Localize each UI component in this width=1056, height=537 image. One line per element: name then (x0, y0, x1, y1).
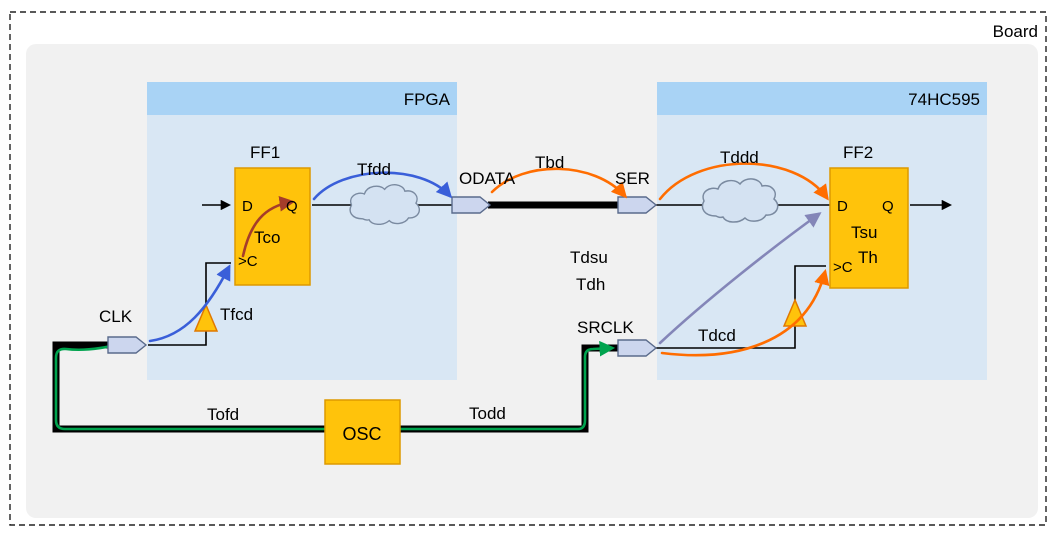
tfcd-label: Tfcd (220, 305, 253, 324)
hc595-region-label: 74HC595 (908, 90, 980, 109)
ff2-pin-c: >C (833, 259, 853, 276)
ff1-pin-q: Q (286, 198, 298, 215)
tdh-label: Tdh (576, 275, 605, 294)
ff2-block (829, 167, 909, 289)
tddd-label: Tddd (720, 148, 759, 167)
odata-port-label: ODATA (459, 169, 516, 188)
tdsu-tdh-arrow (658, 212, 822, 345)
net-srclk-buffer-ff2 (656, 265, 826, 349)
hc595-region-header (657, 82, 987, 115)
ff2-pin-d: D (837, 198, 848, 215)
net-clk-buffer-ff1 (148, 262, 231, 346)
tddd-arrow (658, 162, 829, 201)
tdcd-label: Tdcd (698, 326, 736, 345)
board-label: Board (993, 22, 1038, 41)
tco-label: Tco (254, 228, 280, 247)
clk-port-label: CLK (99, 307, 133, 326)
fpga-region-label: FPGA (404, 90, 451, 109)
hc595-region (657, 82, 987, 380)
tfdd-arrow (312, 171, 453, 201)
tbd-label: Tbd (535, 153, 564, 172)
tdsu-label: Tdsu (570, 248, 608, 267)
ff2-label: FF2 (843, 143, 873, 162)
tfcd-arrow (148, 264, 231, 343)
ff1-pin-d: D (242, 198, 253, 215)
ff1-block (234, 167, 311, 286)
tdcd-arrow (660, 268, 830, 357)
ff2-pin-q: Q (882, 198, 894, 215)
ff1-label: FF1 (250, 143, 280, 162)
ser-port-label: SER (615, 169, 650, 188)
th-label: Th (858, 248, 878, 267)
tofd-label: Tofd (207, 405, 239, 424)
fpga-region-header (147, 82, 457, 115)
todd-label: Todd (469, 404, 506, 423)
ff1-pin-c: >C (238, 253, 258, 270)
clock-buffer-triangle-fpga (193, 303, 219, 332)
osc-block (324, 399, 401, 465)
tfdd-label: Tfdd (357, 160, 391, 179)
clock-path-arrow (54, 340, 616, 431)
osc-label: OSC (342, 424, 381, 444)
srclk-port-label: SRCLK (577, 318, 634, 337)
tsu-label: Tsu (851, 223, 877, 242)
tbd-arrow (490, 167, 628, 199)
tco-arrow (241, 196, 296, 258)
